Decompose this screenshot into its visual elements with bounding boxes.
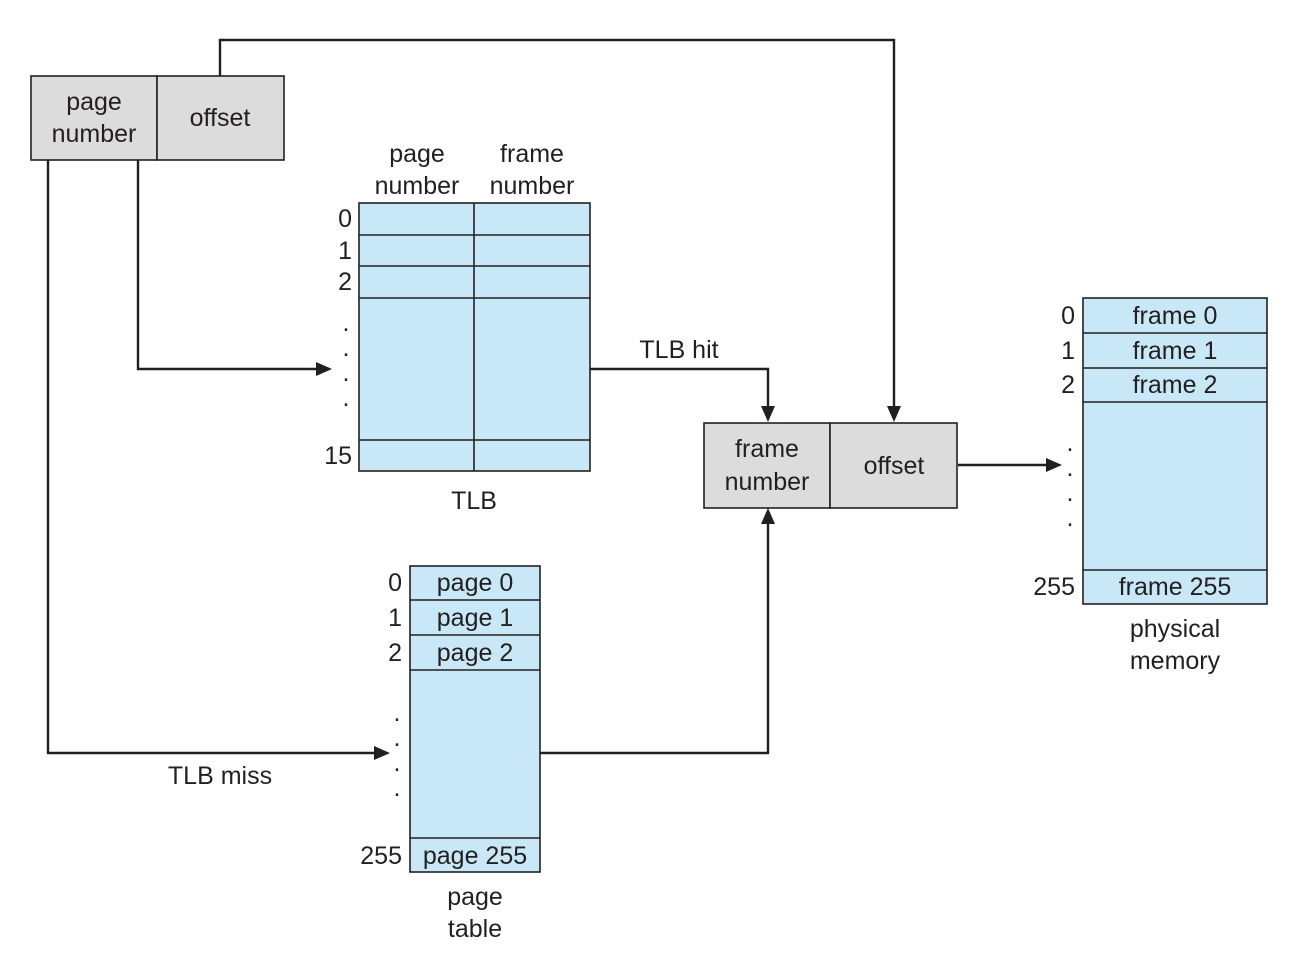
page-table-row-index: 1 xyxy=(388,604,402,632)
arrowhead-down-icon xyxy=(887,406,901,422)
logical-page-number-cell xyxy=(30,75,158,161)
tlb-header-frame: number xyxy=(490,172,575,200)
page-table-entry: page 255 xyxy=(423,842,527,870)
page-table-caption: page xyxy=(447,883,503,911)
page-table-entry: page 2 xyxy=(437,639,513,667)
page-table-row-index: 0 xyxy=(388,569,402,597)
connector-lines xyxy=(46,38,1050,755)
arrowheads xyxy=(316,362,1062,760)
tlb-row-index: 15 xyxy=(324,442,352,470)
tlb-miss-line xyxy=(46,160,378,755)
physical-memory-ellipsis-dot: . xyxy=(1067,429,1074,457)
physical-memory-ellipsis-dot: . xyxy=(1067,504,1074,532)
tlb-row-index: 2 xyxy=(338,268,352,296)
offset-passthrough-line xyxy=(218,38,896,410)
physical-memory-entry: frame 1 xyxy=(1133,337,1218,365)
tlb-header-frame: frame xyxy=(500,140,564,168)
physical-offset-cell xyxy=(829,422,958,509)
page-table-body xyxy=(409,565,541,873)
page-table-ellipsis-dot: . xyxy=(394,774,401,802)
logical-page-number-label: number xyxy=(52,120,137,148)
arrowhead-right-icon xyxy=(316,362,332,376)
page-number-to-tlb-line xyxy=(136,160,320,371)
page-table-ellipsis-dot: . xyxy=(394,699,401,727)
tlb-header-page: number xyxy=(375,172,460,200)
physical-memory: frame 0 frame 1 frame 2 frame 255 0 1 2 … xyxy=(1033,297,1268,675)
physical-memory-ellipsis-dot: . xyxy=(1067,479,1074,507)
page-table-ellipsis-dot: . xyxy=(394,749,401,777)
tlb-miss-label: TLB miss xyxy=(168,762,272,790)
tlb-hit-line xyxy=(590,367,770,410)
physical-memory-entry: frame 2 xyxy=(1133,371,1218,399)
page-table-row-index: 2 xyxy=(388,639,402,667)
physical-memory-row-index: 2 xyxy=(1061,371,1075,399)
tlb-row-index: 0 xyxy=(338,205,352,233)
physical-offset-label: offset xyxy=(864,452,925,480)
logical-offset-cell xyxy=(156,75,285,161)
arrowhead-up-icon xyxy=(761,508,775,524)
physical-frame-number-label: frame xyxy=(735,435,799,463)
tlb: page number frame number 0 1 2 15 . . . … xyxy=(324,140,591,515)
tlb-header-page: page xyxy=(389,140,445,168)
page-table-to-frame-line xyxy=(540,520,770,755)
logical-offset-label: offset xyxy=(190,104,251,132)
tlb-ellipsis-dot: . xyxy=(343,359,350,387)
arrowhead-down-icon xyxy=(761,406,775,422)
logical-address: page number offset xyxy=(30,75,285,161)
tlb-caption: TLB xyxy=(451,487,497,515)
page-table-ellipsis-dot: . xyxy=(394,724,401,752)
physical-memory-entry: frame 0 xyxy=(1133,302,1218,330)
physical-memory-row-index: 1 xyxy=(1061,337,1075,365)
tlb-ellipsis-dot: . xyxy=(343,309,350,337)
page-table-entry: page 0 xyxy=(437,569,513,597)
physical-address: frame number offset xyxy=(703,422,958,509)
physical-memory-ellipsis-dot: . xyxy=(1067,454,1074,482)
physical-memory-row-index: 255 xyxy=(1033,573,1075,601)
tlb-ellipsis-dot: . xyxy=(343,334,350,362)
physical-memory-body xyxy=(1082,297,1268,605)
arrowhead-right-icon xyxy=(374,746,390,760)
physical-memory-caption: physical xyxy=(1130,615,1220,643)
tlb-ellipsis-dot: . xyxy=(343,384,350,412)
logical-page-number-label: page xyxy=(66,88,122,116)
tlb-hit-label: TLB hit xyxy=(639,336,718,364)
physical-frame-number-label: number xyxy=(725,468,810,496)
page-table-entry: page 1 xyxy=(437,604,513,632)
page-table: page 0 page 1 page 2 page 255 0 1 2 255 … xyxy=(360,565,541,943)
physical-memory-entry: frame 255 xyxy=(1119,573,1232,601)
arrowhead-right-icon xyxy=(1046,458,1062,472)
page-table-row-index: 255 xyxy=(360,842,402,870)
physical-memory-caption: memory xyxy=(1130,647,1221,675)
page-table-caption: table xyxy=(448,915,502,943)
physical-memory-row-index: 0 xyxy=(1061,302,1075,330)
tlb-row-index: 1 xyxy=(338,237,352,265)
